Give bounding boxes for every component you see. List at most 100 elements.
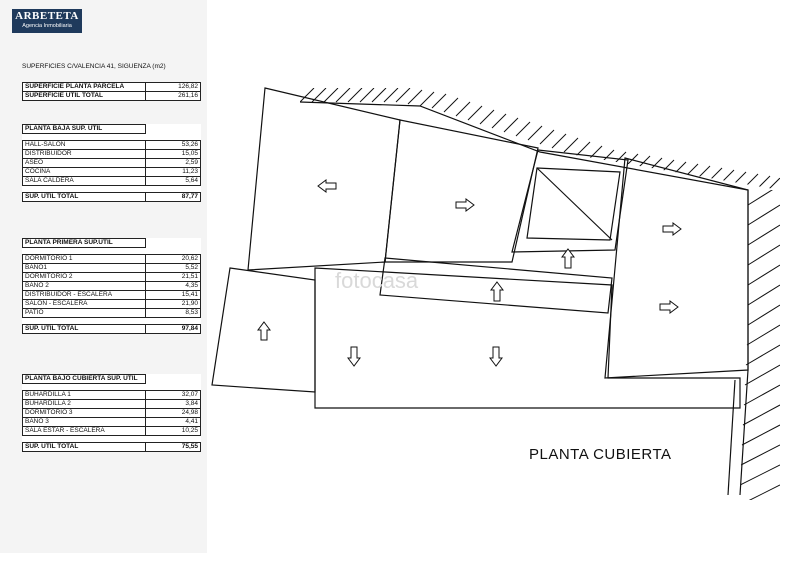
total-value: 87,77 bbox=[145, 192, 201, 202]
row-label: DORMITORIO 2 bbox=[22, 272, 146, 282]
table-row: SUPERFICIE PLANTA PARCELA 126,82 bbox=[22, 82, 201, 92]
row-label: SALA ESTAR - ESCALERA bbox=[22, 426, 146, 436]
summary-table: SUPERFICIE PLANTA PARCELA 126,82 SUPERFI… bbox=[22, 82, 201, 101]
row-value: 5,52 bbox=[145, 263, 201, 273]
row-value: 11,23 bbox=[145, 167, 201, 177]
arrow-down-icon bbox=[489, 346, 503, 367]
table-title: PLANTA BAJA SUP. UTIL bbox=[22, 124, 146, 134]
total-value: 97,84 bbox=[145, 324, 201, 334]
row-value: 24,98 bbox=[145, 408, 201, 418]
row-value: 32,07 bbox=[145, 390, 201, 400]
total-label: SUP. UTIL TOTAL bbox=[22, 192, 146, 202]
patio-diagonal bbox=[536, 167, 613, 241]
boundary-line bbox=[299, 101, 749, 496]
row-label: DORMITORIO 3 bbox=[22, 408, 146, 418]
patio-inner bbox=[526, 167, 621, 241]
row-label: ASEO bbox=[22, 158, 146, 168]
watermark: fotocasa bbox=[335, 268, 419, 293]
row-value: 261,16 bbox=[145, 91, 201, 101]
boundary-hatch-right bbox=[740, 190, 780, 500]
table-title: PLANTA BAJO CUBIERTA SUP. UTIL bbox=[22, 374, 146, 384]
row-value: 8,53 bbox=[145, 308, 201, 318]
row-label: BAÑO 2 bbox=[22, 281, 146, 291]
row-value: 21,90 bbox=[145, 299, 201, 309]
row-value: 21,51 bbox=[145, 272, 201, 282]
row-label: SALON - ESCALERA bbox=[22, 299, 146, 309]
arrow-left-icon bbox=[317, 179, 337, 193]
row-label: DISTRIBUIDOR bbox=[22, 149, 146, 159]
arrow-right-icon bbox=[455, 198, 475, 212]
row-label: BAÑO1 bbox=[22, 263, 146, 273]
arrow-right-icon bbox=[662, 222, 682, 236]
row-label: DORMITORIO 1 bbox=[22, 254, 146, 264]
total-label: SUP. UTIL TOTAL bbox=[22, 442, 146, 452]
total-value: 75,55 bbox=[145, 442, 201, 452]
roof-panel-right bbox=[604, 157, 749, 379]
stair-band bbox=[379, 257, 613, 314]
boundary-line-right bbox=[727, 379, 736, 496]
arrow-up-icon bbox=[257, 321, 271, 341]
row-value: 10,25 bbox=[145, 426, 201, 436]
row-value: 15,41 bbox=[145, 290, 201, 300]
row-value: 53,26 bbox=[145, 140, 201, 150]
row-value: 15,05 bbox=[145, 149, 201, 159]
table-title: PLANTA PRIMERA SUP.UTIL bbox=[22, 238, 146, 248]
table-header-row: PLANTA BAJO CUBIERTA SUP. UTIL bbox=[22, 374, 201, 384]
row-label: PATIO bbox=[22, 308, 146, 318]
row-label: COCINA bbox=[22, 167, 146, 177]
arrow-up-icon bbox=[490, 281, 504, 302]
patio-void bbox=[511, 149, 629, 253]
boundary-hatch-top bbox=[300, 88, 780, 190]
plan-title: PLANTA CUBIERTA bbox=[529, 446, 672, 463]
roof-panel-lower bbox=[314, 267, 741, 409]
row-label: DISTRIBUIDOR - ESCALERA bbox=[22, 290, 146, 300]
row-value: 2,59 bbox=[145, 158, 201, 168]
row-value: 20,62 bbox=[145, 254, 201, 264]
table-row: SUPERFICIE UTIL TOTAL 261,16 bbox=[22, 91, 201, 101]
row-label: BUHARDILLA 2 bbox=[22, 399, 146, 409]
roof-panel-middle bbox=[384, 119, 539, 263]
row-value: 4,41 bbox=[145, 417, 201, 427]
row-label: SUPERFICIE UTIL TOTAL bbox=[22, 91, 146, 101]
table-header-row: PLANTA PRIMERA SUP.UTIL bbox=[22, 238, 201, 248]
row-label: HALL-SALON bbox=[22, 140, 146, 150]
table-header-row: PLANTA BAJA SUP. UTIL bbox=[22, 124, 201, 134]
row-label: SALA CALDERA bbox=[22, 176, 146, 186]
total-label: SUP. UTIL TOTAL bbox=[22, 324, 146, 334]
surfaces-heading: SUPERFICIES C/VALENCIA 41, SIGUENZA (m2) bbox=[22, 63, 166, 70]
roof-panel-left bbox=[247, 87, 401, 271]
row-value: 5,64 bbox=[145, 176, 201, 186]
row-label: SUPERFICIE PLANTA PARCELA bbox=[22, 82, 146, 92]
planta-bajo-cubierta-table: PLANTA BAJO CUBIERTA SUP. UTIL BUHARDILL… bbox=[22, 374, 201, 452]
row-value: 4,35 bbox=[145, 281, 201, 291]
arrow-right-icon bbox=[659, 300, 679, 314]
row-value: 126,82 bbox=[145, 82, 201, 92]
row-label: BAÑO 3 bbox=[22, 417, 146, 427]
row-label: BUHARDILLA 1 bbox=[22, 390, 146, 400]
agency-logo: ARBETETA Agencia Inmobiliaria bbox=[12, 9, 82, 33]
row-value: 3,84 bbox=[145, 399, 201, 409]
arrow-up-icon bbox=[561, 248, 575, 269]
arrow-down-icon bbox=[347, 346, 361, 367]
